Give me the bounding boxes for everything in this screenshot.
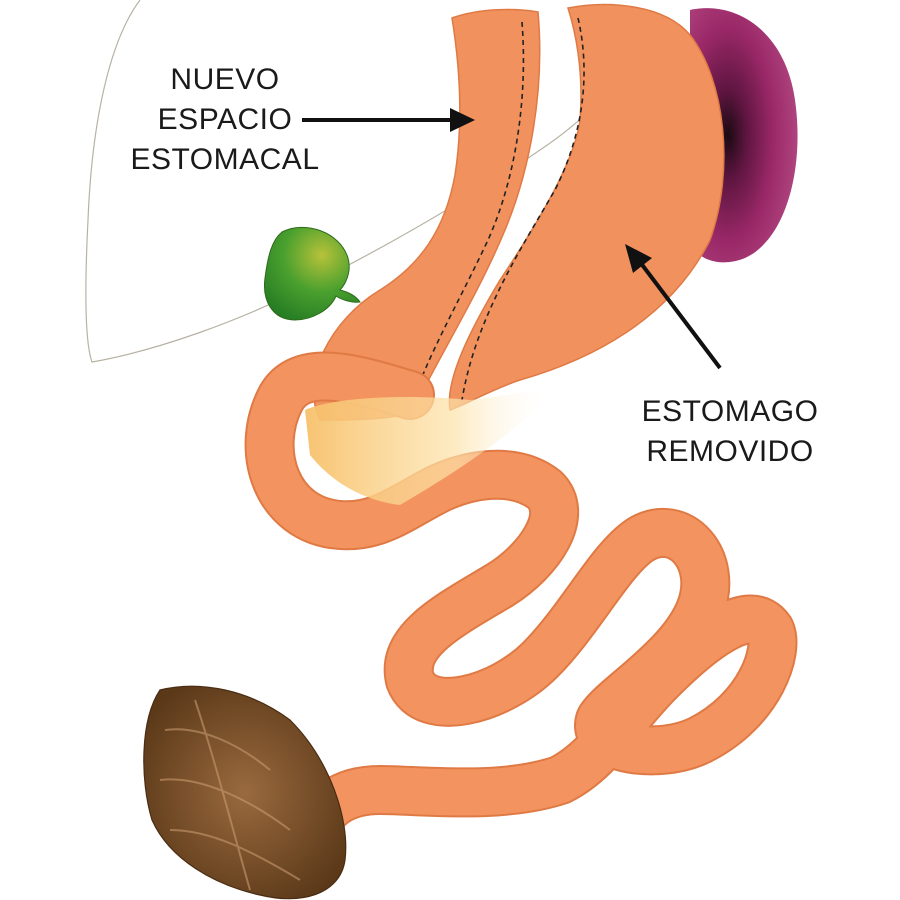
label-new-line-3: ESTOMACAL — [130, 143, 320, 176]
label-new-line-1: NUEVO — [170, 63, 280, 96]
label-removed-line-2: REMOVIDO — [646, 435, 814, 468]
arrow-removed-stomach — [625, 244, 722, 370]
label-new-stomach-space: NUEVO ESPACIO ESTOMACAL — [120, 60, 330, 180]
arrow-new-stomach — [302, 108, 475, 132]
colon-folds — [159, 699, 301, 891]
sleeve-staple-line — [409, 21, 525, 411]
small-intestine — [244, 351, 798, 855]
label-removed-stomach: ESTOMAGO REMOVIDO — [630, 392, 830, 472]
label-removed-line-1: ESTOMAGO — [641, 395, 819, 428]
colon — [143, 685, 347, 900]
gallbladder — [263, 226, 361, 321]
removed-stomach-staple-line — [461, 17, 585, 401]
liver-outline — [85, 0, 661, 363]
label-new-line-2: ESPACIO — [157, 103, 293, 136]
gastric-outlet-glow — [305, 388, 555, 505]
